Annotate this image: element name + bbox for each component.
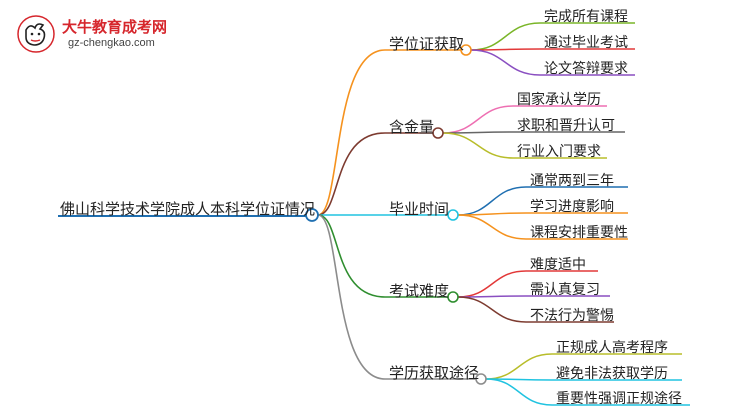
leaf-label[interactable]: 论文答辩要求 bbox=[544, 61, 628, 77]
logo-name: 大牛教育成考网 bbox=[62, 18, 168, 36]
branch-connector bbox=[317, 214, 386, 298]
leaf-connector bbox=[457, 270, 527, 298]
root-node-circle[interactable] bbox=[305, 208, 319, 222]
leaf-label[interactable]: 国家承认学历 bbox=[517, 92, 601, 108]
leaf-label[interactable]: 课程安排重要性 bbox=[530, 225, 628, 241]
leaf-label[interactable]: 需认真复习 bbox=[530, 282, 600, 298]
root-node-label[interactable]: 佛山科学技术学院成人本科学位证情况 bbox=[60, 200, 316, 218]
leaf-label[interactable]: 通过毕业考试 bbox=[544, 35, 628, 51]
branch-label-degree-acquisition[interactable]: 学位证获取 bbox=[389, 35, 465, 53]
leaf-label[interactable]: 正规成人高考程序 bbox=[556, 340, 668, 356]
branch-label-value[interactable]: 含金量 bbox=[389, 118, 435, 136]
leaf-connector bbox=[457, 214, 527, 240]
leaf-connector bbox=[442, 105, 514, 134]
leaf-connector bbox=[442, 132, 514, 159]
leaf-connector bbox=[485, 353, 553, 380]
leaf-label[interactable]: 求职和晋升认可 bbox=[517, 118, 615, 134]
leaf-label[interactable]: 通常两到三年 bbox=[530, 173, 614, 189]
leaf-connector bbox=[485, 378, 553, 406]
branch-node-circle[interactable] bbox=[475, 373, 487, 385]
branch-node-circle[interactable] bbox=[432, 127, 444, 139]
leaf-label[interactable]: 重要性强调正规途径 bbox=[556, 391, 682, 407]
branch-label-exam-difficulty[interactable]: 考试难度 bbox=[389, 282, 450, 300]
site-logo[interactable]: 大牛教育成考网 gz-chengkao.com bbox=[16, 14, 216, 56]
branch-label-graduation-time[interactable]: 毕业时间 bbox=[389, 200, 450, 218]
leaf-label[interactable]: 避免非法获取学历 bbox=[556, 366, 668, 382]
leaf-label[interactable]: 行业入门要求 bbox=[517, 144, 601, 160]
leaf-connector bbox=[457, 296, 527, 323]
leaf-connector bbox=[470, 49, 541, 76]
branch-node-circle[interactable] bbox=[447, 291, 459, 303]
leaf-label[interactable]: 完成所有课程 bbox=[544, 9, 628, 25]
branch-connector bbox=[317, 214, 386, 380]
leaf-label[interactable]: 难度适中 bbox=[530, 257, 586, 273]
mascot-logo-icon bbox=[17, 15, 55, 53]
leaf-connector bbox=[470, 22, 541, 51]
branch-connector bbox=[317, 49, 386, 216]
leaf-label[interactable]: 不法行为警惕 bbox=[530, 308, 614, 324]
leaf-connector bbox=[457, 186, 527, 216]
logo-url: gz-chengkao.com bbox=[68, 37, 155, 49]
branch-node-circle[interactable] bbox=[460, 44, 472, 56]
branch-label-acquisition-path[interactable]: 学历获取途径 bbox=[389, 364, 480, 382]
branch-node-circle[interactable] bbox=[447, 209, 459, 221]
branch-connector bbox=[317, 132, 386, 216]
leaf-label[interactable]: 学习进度影响 bbox=[530, 199, 614, 215]
